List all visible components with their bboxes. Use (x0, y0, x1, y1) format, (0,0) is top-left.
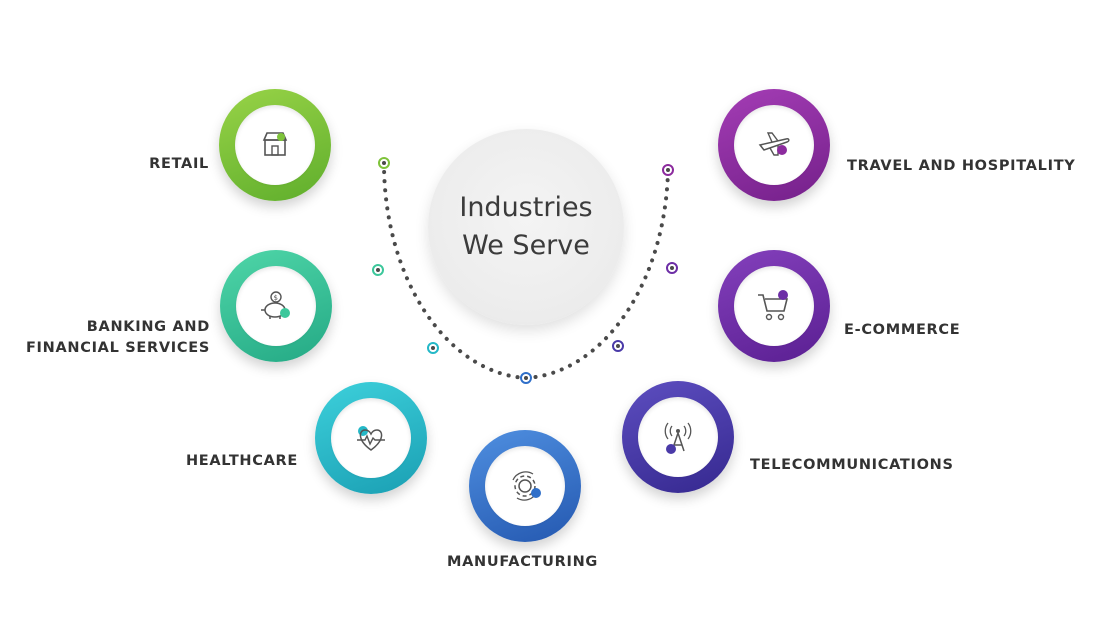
label-travel: TRAVEL AND HOSPITALITY (847, 158, 1076, 174)
antenna-icon (664, 422, 692, 454)
arc-marker-travel (662, 164, 674, 176)
center-circle: Industries We Serve (428, 129, 624, 325)
shopping-cart-icon (758, 290, 789, 321)
airplane-icon (758, 132, 790, 156)
node-travel (718, 89, 830, 201)
center-title: Industries We Serve (446, 189, 606, 265)
arc-marker-banking (372, 264, 384, 276)
arc-marker-manufacturing (520, 372, 532, 384)
node-banking: $ (220, 250, 332, 362)
label-ecommerce: E-COMMERCE (844, 322, 961, 338)
center-title-line2: We Serve (462, 230, 590, 261)
heart-pulse-icon (357, 426, 385, 451)
node-manufacturing (469, 430, 581, 542)
node-retail (219, 89, 331, 201)
arc-marker-healthcare (427, 342, 439, 354)
svg-text:$: $ (274, 294, 278, 302)
label-banking: BANKING AND FINANCIAL SERVICES (20, 317, 210, 359)
center-title-line1: Industries (459, 192, 593, 223)
node-ecommerce (718, 250, 830, 362)
label-banking-line2: FINANCIAL SERVICES (25, 340, 210, 356)
store-icon (262, 132, 288, 156)
label-healthcare: HEALTHCARE (185, 453, 298, 469)
gear-cycle-icon (512, 471, 541, 501)
label-banking-line1: BANKING AND (86, 319, 210, 335)
node-healthcare (315, 382, 427, 494)
label-retail: RETAIL (149, 156, 209, 172)
label-telecommunications: TELECOMMUNICATIONS (750, 457, 954, 473)
arc-marker-retail (378, 157, 390, 169)
arc-marker-telecom (612, 340, 624, 352)
node-telecommunications (622, 381, 734, 493)
piggy-bank-icon: $ (261, 291, 290, 319)
label-manufacturing: MANUFACTURING (447, 554, 599, 570)
arc-marker-ecommerce (666, 262, 678, 274)
